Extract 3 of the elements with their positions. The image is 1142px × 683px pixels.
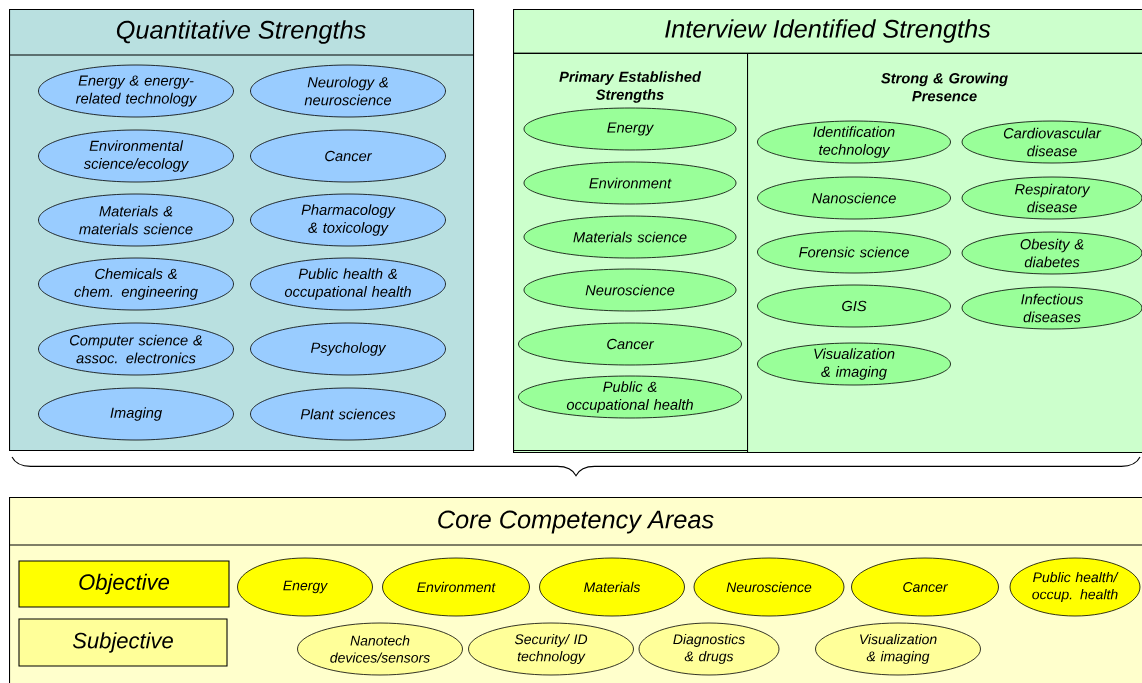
node-label: Strong & Growing Presence (881, 72, 1008, 102)
category-box: Subjective (18, 618, 228, 667)
category-box: Objective (18, 560, 230, 608)
